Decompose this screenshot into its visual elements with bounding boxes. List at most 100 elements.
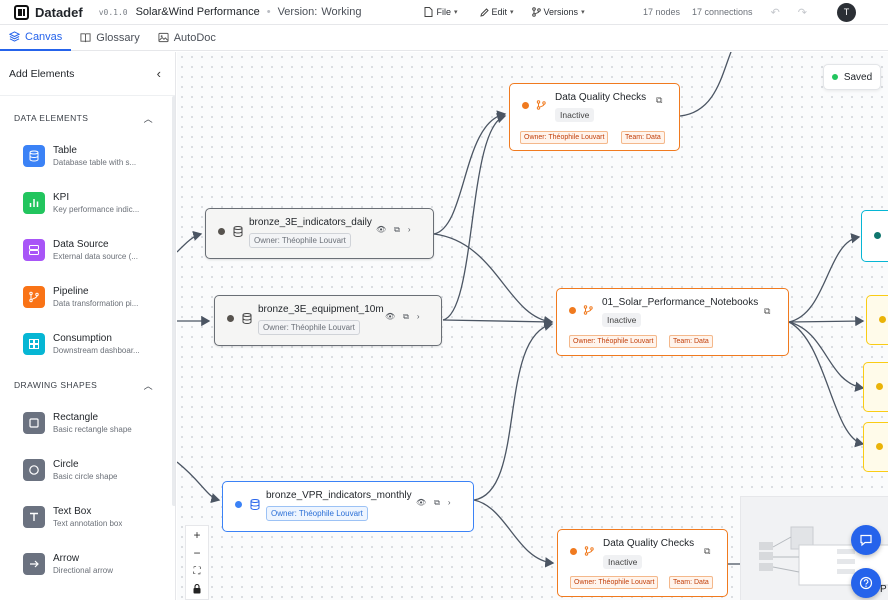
node-data-quality-checks-top[interactable]: Data Quality Checks ⧉ Inactive Owner: Th… bbox=[509, 83, 680, 151]
file-menu-label: File bbox=[436, 7, 451, 17]
chevron-right-icon[interactable]: › bbox=[447, 498, 451, 507]
edge bbox=[788, 321, 865, 448]
node-label: bronze_3E_equipment_10m bbox=[258, 304, 384, 315]
sidebar-item-desc: Database table with s... bbox=[53, 157, 137, 167]
sidebar-item-consumption[interactable]: Consumption Downstream dashboar... bbox=[0, 320, 175, 367]
node-kpi-partial[interactable] bbox=[863, 362, 888, 412]
owner-chip: Owner: Théophile Louvart bbox=[520, 131, 609, 144]
node-label: Data Quality Checks bbox=[555, 92, 647, 103]
node-label: 01_Solar_Performance_Notebooks bbox=[602, 297, 759, 308]
owner-chip: Owner: Théophile Louvart bbox=[570, 576, 659, 589]
sidebar-item-table[interactable]: Table Database table with s... bbox=[0, 132, 175, 179]
edit-menu[interactable]: Edit ▾ bbox=[479, 7, 514, 17]
sidebar-item-title: Data Source bbox=[53, 238, 109, 250]
pencil-icon bbox=[479, 7, 489, 17]
chat-button[interactable] bbox=[851, 525, 881, 555]
sidebar-item-title: Circle bbox=[53, 458, 79, 470]
section-drawing-shapes[interactable]: DRAWING SHAPES ︿ bbox=[0, 375, 175, 395]
git-branch-icon bbox=[536, 100, 546, 110]
sidebar-item-kpi[interactable]: KPI Key performance indic... bbox=[0, 179, 175, 226]
versions-menu[interactable]: Versions ▾ bbox=[531, 7, 585, 17]
node-consumption-partial[interactable] bbox=[861, 210, 888, 262]
eye-icon[interactable]: 👁 bbox=[416, 498, 427, 507]
sidebar-item-rectangle[interactable]: Rectangle Basic rectangle shape bbox=[0, 399, 175, 446]
sidebar-item-circle[interactable]: Circle Basic circle shape bbox=[0, 446, 175, 493]
edge bbox=[433, 110, 507, 235]
datadef-logo-icon bbox=[14, 4, 29, 20]
edge bbox=[788, 321, 865, 392]
text-icon bbox=[23, 505, 45, 528]
sidebar-item-text-box[interactable]: Text Box Text annotation box bbox=[0, 493, 175, 540]
copy-icon[interactable]: ⧉ bbox=[704, 546, 711, 556]
sidebar-item-desc: External data source (... bbox=[53, 251, 138, 261]
edge bbox=[442, 316, 554, 328]
redo-icon[interactable]: ↷ bbox=[797, 6, 807, 19]
copy-icon[interactable]: ⧉ bbox=[656, 95, 663, 105]
copy-icon[interactable]: ⧉ bbox=[434, 498, 440, 507]
add-elements-sidebar: Add Elements ‹ DATA ELEMENTS ︿ Table Dat… bbox=[0, 52, 176, 600]
copy-icon[interactable]: ⧉ bbox=[403, 312, 409, 321]
team-chip: Team: Data bbox=[669, 335, 713, 348]
status-dot-icon bbox=[218, 228, 225, 235]
zoom-out-icon[interactable]: − bbox=[193, 546, 201, 560]
tab-canvas[interactable]: Canvas bbox=[0, 25, 72, 51]
sidebar-item-arrow[interactable]: Arrow Directional arrow bbox=[0, 540, 175, 587]
node-kpi-partial[interactable] bbox=[866, 295, 888, 345]
owner-badge: Owner: Théophile Louvart bbox=[249, 233, 351, 248]
sidebar-item-data-source[interactable]: Data Source External data source (... bbox=[0, 226, 175, 273]
copy-icon[interactable]: ⧉ bbox=[394, 225, 400, 234]
tab-glossary[interactable]: Glossary bbox=[71, 25, 148, 51]
section-label: DRAWING SHAPES bbox=[14, 380, 98, 390]
flow-canvas[interactable]: Saved bronze_3E_indicators_daily Owner: … bbox=[177, 52, 888, 600]
node-kpi-partial[interactable] bbox=[863, 422, 888, 472]
node-solar-performance-notebooks[interactable]: 01_Solar_Performance_Notebooks ⧉ Inactiv… bbox=[556, 288, 789, 356]
node-bronze-3e-indicators-daily[interactable]: bronze_3E_indicators_daily Owner: Théoph… bbox=[205, 208, 434, 259]
sidebar-item-pipeline[interactable]: Pipeline Data transformation pi... bbox=[0, 273, 175, 320]
help-button[interactable] bbox=[851, 568, 881, 598]
top-bar: Datadef v0.1.0 Solar&Wind Performance • … bbox=[0, 0, 888, 25]
zoom-in-icon[interactable]: + bbox=[193, 528, 201, 542]
section-data-elements[interactable]: DATA ELEMENTS ︿ bbox=[0, 108, 175, 128]
tab-autodoc-label: AutoDoc bbox=[173, 31, 216, 44]
status-dot-icon bbox=[874, 232, 881, 239]
copy-icon[interactable]: ⧉ bbox=[764, 306, 771, 316]
file-menu[interactable]: File ▾ bbox=[424, 7, 458, 17]
section-label: DATA ELEMENTS bbox=[14, 113, 89, 123]
node-bronze-vpr-indicators-monthly[interactable]: bronze_VPR_indicators_monthly Owner: Thé… bbox=[222, 481, 474, 532]
sidebar-scrollbar[interactable] bbox=[172, 96, 175, 506]
project-name[interactable]: Solar&Wind Performance bbox=[135, 6, 260, 18]
database-icon bbox=[233, 226, 243, 237]
node-data-quality-checks-bottom[interactable]: Data Quality Checks ⧉ Inactive Owner: Th… bbox=[557, 529, 728, 597]
status-dot-icon bbox=[522, 102, 529, 109]
chevron-right-icon[interactable]: › bbox=[416, 312, 420, 321]
sidebar-title: Add Elements bbox=[9, 67, 75, 80]
team-chip: Team: Data bbox=[669, 576, 713, 589]
sidebar-item-title: Text Box bbox=[53, 505, 92, 517]
status-badge: Inactive bbox=[602, 313, 642, 327]
edge bbox=[177, 461, 221, 504]
status-dot-icon bbox=[235, 501, 242, 508]
sidebar-item-desc: Data transformation pi... bbox=[53, 298, 139, 308]
git-branch-icon bbox=[583, 305, 593, 315]
lock-icon[interactable] bbox=[185, 580, 209, 598]
sidebar-item-title: Rectangle bbox=[53, 411, 99, 423]
eye-icon[interactable]: 👁 bbox=[376, 225, 387, 234]
app-logo[interactable]: Datadef bbox=[14, 4, 83, 20]
arrow-right-icon bbox=[23, 552, 45, 575]
version-value[interactable]: Working bbox=[321, 6, 362, 18]
tab-canvas-label: Canvas bbox=[25, 30, 63, 43]
node-label: bronze_VPR_indicators_monthly bbox=[266, 490, 412, 501]
eye-icon[interactable]: 👁 bbox=[385, 312, 396, 321]
chevron-up-icon: ︿ bbox=[143, 380, 153, 391]
collapse-sidebar-icon[interactable]: ‹ bbox=[156, 66, 161, 81]
square-icon bbox=[23, 411, 45, 434]
undo-icon[interactable]: ↶ bbox=[770, 6, 780, 19]
status-badge: Inactive bbox=[603, 555, 643, 569]
user-avatar[interactable]: T bbox=[837, 2, 856, 22]
tab-autodoc[interactable]: AutoDoc bbox=[149, 25, 225, 51]
node-bronze-3e-equipment-10m[interactable]: bronze_3E_equipment_10m Owner: Théophile… bbox=[214, 295, 442, 346]
fit-view-icon[interactable]: ⛶ bbox=[193, 565, 201, 577]
status-dot-icon bbox=[570, 548, 577, 555]
edge bbox=[679, 52, 732, 117]
chevron-right-icon[interactable]: › bbox=[407, 225, 411, 234]
